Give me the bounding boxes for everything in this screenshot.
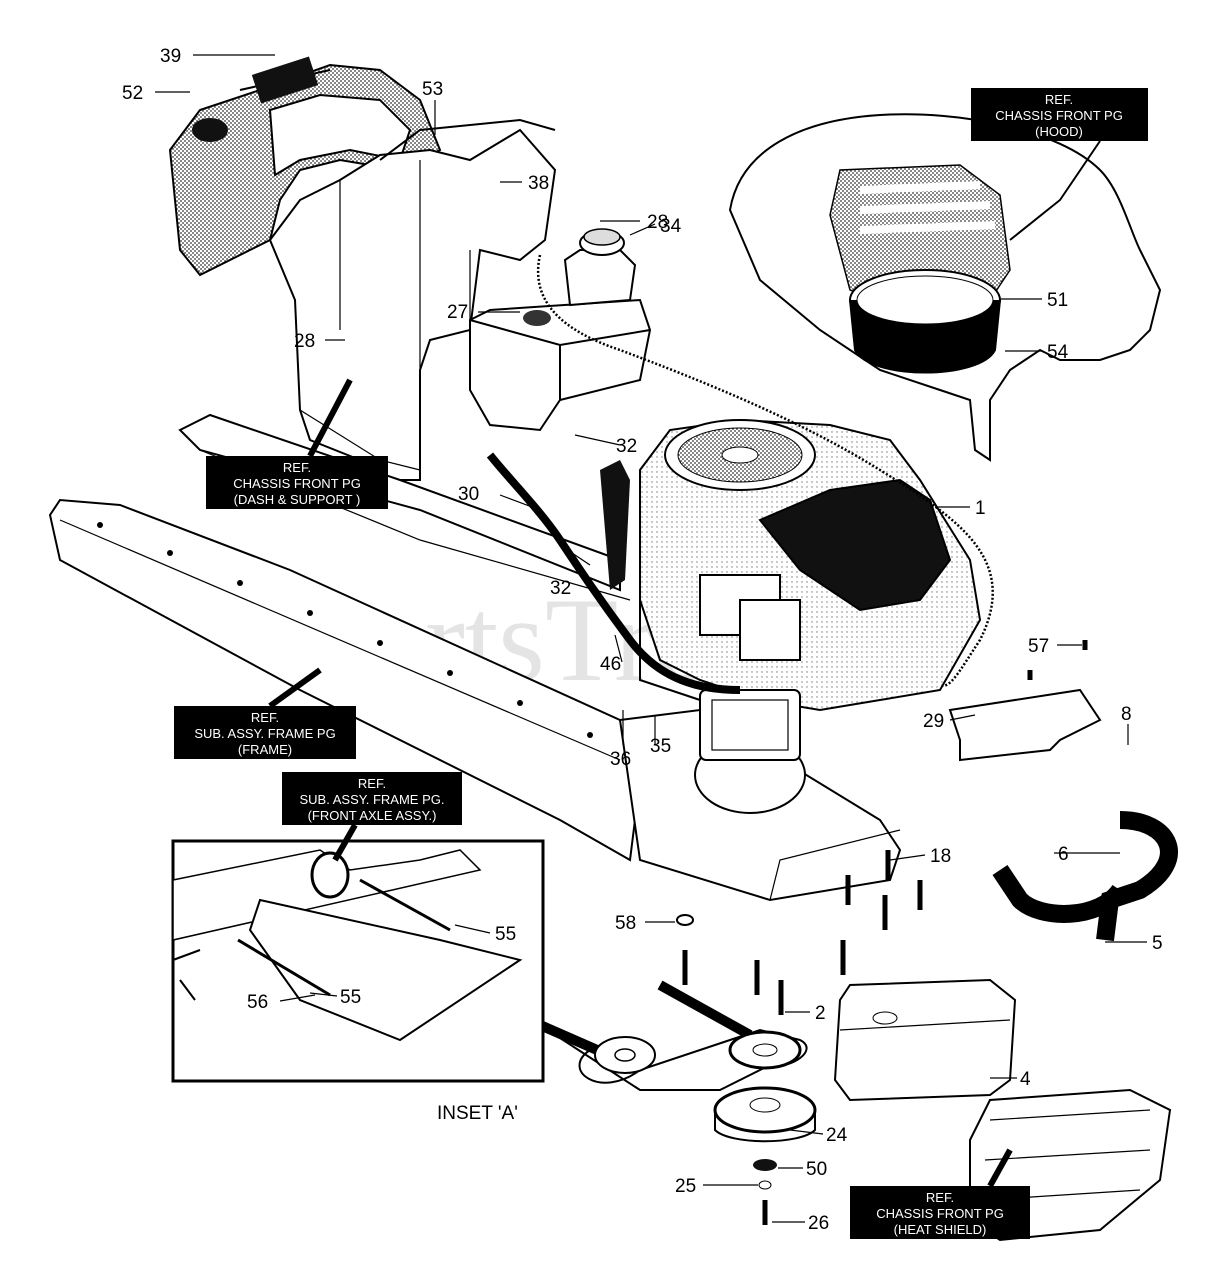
ref-axle-line-3: (FRONT AXLE ASSY.) [308,808,437,823]
callout-57: 57 [1028,636,1049,657]
dash-fender [168,56,442,277]
callout-1: 1 [975,498,986,519]
callout-58: 58 [615,913,636,934]
ref-dash-line-2: CHASSIS FRONT PG [233,476,361,491]
leader-lines [155,54,1147,1223]
engine [600,418,982,712]
callout-18: 18 [930,846,951,867]
callout-56: 56 [247,992,268,1013]
ref-hood-line-3: (HOOD) [1035,124,1083,139]
ref-dash-line-1: REF. [283,460,311,475]
ref-heat-line-3: (HEAT SHIELD) [894,1222,987,1237]
callout-28-top: 28 [647,212,668,233]
ref-dash-line-3: (DASH & SUPPORT ) [234,492,361,507]
callout-numbers: 39 52 53 38 28 34 27 28 51 54 32 30 1 32… [122,46,1163,1234]
callout-55-top: 55 [495,924,516,945]
ref-box-axle: REF. SUB. ASSY. FRAME PG. (FRONT AXLE AS… [282,772,462,862]
callout-27: 27 [447,302,468,323]
ref-frame-line-3: (FRAME) [238,742,292,757]
inset-a [171,839,545,1083]
ref-heat-line-2: CHASSIS FRONT PG [876,1206,1004,1221]
ref-hood-line-1: REF. [1045,92,1073,107]
callout-29: 29 [923,711,944,732]
engine-bracket [699,689,801,761]
callout-51: 51 [1047,290,1068,311]
ref-frame-line-2: SUB. ASSY. FRAME PG [194,726,335,741]
bolts [676,640,1088,1015]
callout-46: 46 [600,654,621,675]
callout-28-left: 28 [294,331,315,352]
callout-24: 24 [826,1125,848,1146]
hood [728,113,1162,462]
callout-34: 34 [660,216,682,237]
callout-32-top: 32 [616,436,637,457]
callout-52: 52 [122,83,143,104]
callout-55-bottom: 55 [340,987,361,1008]
callout-5: 5 [1152,933,1163,954]
callout-4: 4 [1020,1069,1031,1090]
callout-32-bottom: 32 [550,578,571,599]
callout-50: 50 [806,1159,827,1180]
ref-hood-line-2: CHASSIS FRONT PG [995,108,1123,123]
fuel-line [486,254,994,694]
callout-6: 6 [1058,844,1069,865]
belt-and-pulleys [537,980,817,1225]
ref-box-dash: REF. CHASSIS FRONT PG (DASH & SUPPORT ) [206,378,388,509]
callout-54: 54 [1047,342,1069,363]
callout-25: 25 [675,1176,696,1197]
callout-30: 30 [458,484,479,505]
ref-axle-line-1: REF. [358,776,386,791]
ref-heat-line-1: REF. [926,1190,954,1205]
ref-box-frame: REF. SUB. ASSY. FRAME PG (FRAME) [174,667,356,759]
callout-38: 38 [528,173,549,194]
callout-36: 36 [610,749,631,770]
ref-axle-line-2: SUB. ASSY. FRAME PG. [300,792,445,807]
ref-frame-line-1: REF. [251,710,279,725]
ref-box-hood: REF. CHASSIS FRONT PG (HOOD) [971,88,1148,241]
callout-2: 2 [815,1003,826,1024]
inset-label: INSET 'A' [437,1103,518,1124]
callout-35: 35 [650,736,671,757]
callout-39: 39 [160,46,181,67]
callout-26: 26 [808,1213,829,1234]
fuel-tank [469,228,652,432]
callout-53: 53 [422,79,443,100]
callout-8: 8 [1121,704,1132,725]
ref-box-heat-shield: REF. CHASSIS FRONT PG (HEAT SHIELD) [850,1148,1030,1239]
